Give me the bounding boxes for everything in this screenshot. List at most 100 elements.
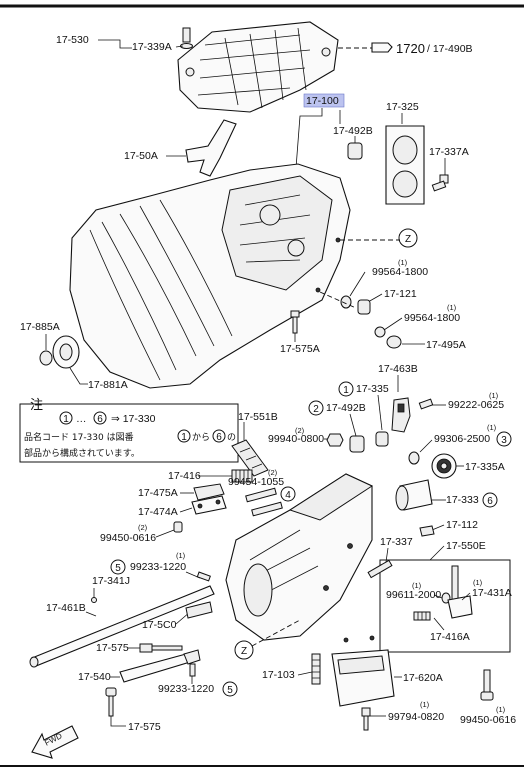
bracket-17-50A[interactable]: [185, 119, 237, 177]
label-circle-5b: 5: [227, 685, 233, 696]
ref-circle-5b: [222, 681, 238, 697]
bushing-17-492B-mid[interactable]: [349, 435, 365, 453]
ref-circle-2: [308, 400, 324, 416]
label-17-333: 17-333: [446, 494, 479, 506]
qty-99564-a: (1): [398, 258, 408, 267]
note-line2-from: から: [192, 432, 210, 443]
label-99454-1055: 99454-1055: [228, 476, 284, 488]
label-17-5C0: 17-5C0: [142, 619, 177, 631]
cover-17-620A[interactable]: [331, 635, 395, 707]
label-17-337A: 17-337A: [429, 146, 469, 158]
label-17-495A: 17-495A: [426, 339, 466, 351]
bolt-99450-a[interactable]: [173, 521, 183, 533]
label-17-540: 17-540: [78, 671, 111, 683]
transmission-case-17-100[interactable]: [69, 163, 351, 389]
plug-17-885A[interactable]: [39, 350, 53, 366]
seal-17-335A[interactable]: [431, 453, 457, 479]
label-17-416: 17-416: [168, 470, 201, 482]
label-17-341J: 17-341J: [92, 575, 130, 587]
spring-17-416A[interactable]: [413, 611, 431, 621]
qty-99450-b: (1): [496, 705, 506, 714]
bolt-17-575-b[interactable]: [105, 687, 117, 717]
label-17-339A: 17-339A: [132, 41, 172, 53]
ref-circle-5a: [110, 559, 126, 575]
spring-17-416[interactable]: [231, 469, 253, 483]
qty-99454: (2): [268, 468, 278, 477]
shift-lever-17-550E[interactable]: [447, 565, 473, 619]
spring-17-551B[interactable]: [231, 439, 269, 477]
plug-17-121[interactable]: [357, 299, 371, 315]
highlight-17-100: [303, 93, 345, 108]
rear-case-housing[interactable]: [225, 473, 374, 641]
gasket-17-475A[interactable]: [193, 483, 225, 501]
bolts-99454[interactable]: [245, 487, 283, 517]
seal-17-881A[interactable]: [52, 335, 80, 369]
qty-17431: (1): [473, 578, 483, 587]
bushing-17-335[interactable]: [375, 431, 389, 447]
note-box: 注 1 … 6 ⇒ 17-330 品名コード 17-330 は図番 1 から 6…: [19, 397, 239, 463]
label-circle-5a: 5: [115, 563, 121, 574]
pointing-hand-icon: [371, 42, 393, 53]
pin-17-341J[interactable]: [91, 597, 97, 603]
pin-99233-b[interactable]: [189, 663, 196, 677]
ref-circle-z-top: [398, 228, 418, 248]
ref-circle-6: [482, 492, 498, 508]
label-17-575-b: 17-575: [128, 721, 161, 733]
top-cover-part[interactable]: [177, 21, 339, 113]
pin-99233-a[interactable]: [196, 571, 211, 582]
note-line2-circle-end: 6: [216, 432, 222, 443]
label-17-551B: 17-551B: [238, 411, 278, 423]
label-17-325: 17-325: [386, 101, 419, 113]
label-17-416A: 17-416A: [430, 631, 470, 643]
label-99222-0625: 99222-0625: [448, 399, 504, 411]
label-17-335: 17-335: [356, 383, 389, 395]
label-circle-4: 4: [285, 490, 291, 501]
extension-housing-17-333[interactable]: [395, 479, 433, 511]
bolt-99222[interactable]: [418, 398, 434, 410]
bolt-17-337A[interactable]: [431, 174, 449, 192]
ref-circle-4: [280, 486, 296, 502]
seal-99564-b[interactable]: [374, 326, 386, 338]
bolt-17-575-a[interactable]: [139, 643, 183, 653]
spring-17-103[interactable]: [311, 653, 321, 685]
label-17-474A: 17-474A: [138, 506, 178, 518]
label-17-492B-top: 17-492B: [333, 125, 373, 137]
bolt-99794[interactable]: [361, 707, 371, 731]
bolt-17-575A[interactable]: [290, 310, 300, 334]
label-17-575A: 17-575A: [280, 343, 320, 355]
ref-circle-3: [496, 431, 512, 447]
shift-rod-17-461B[interactable]: [29, 585, 215, 668]
label-17-100[interactable]: 17-100: [306, 95, 339, 107]
shift-rod-17-540[interactable]: [119, 649, 201, 683]
label-17-112: 17-112: [446, 519, 478, 531]
label-99450-0616-b: 99450-0616: [460, 714, 516, 726]
snap-ring-99306[interactable]: [408, 451, 420, 465]
note-circle-start: 1: [63, 414, 69, 425]
nut-99940[interactable]: [326, 433, 344, 447]
shift-fork-17-5C0[interactable]: [185, 601, 213, 619]
bolt-17-337[interactable]: [367, 559, 393, 579]
label-99564-1800-b: 99564-1800: [404, 312, 460, 324]
pin-17-112[interactable]: [419, 525, 435, 537]
label-99564-1800-a: 99564-1800: [372, 266, 428, 278]
note-line1-prefix: …: [76, 413, 87, 425]
seal-99564-a[interactable]: [340, 295, 352, 309]
ref-circle-1: [338, 381, 354, 397]
gasket-17-325[interactable]: [385, 125, 425, 205]
note-line2-to: の: [227, 433, 236, 443]
label-99611-2000: 99611-2000: [386, 589, 441, 601]
label-1720: 1720: [396, 41, 425, 56]
label-17-337: 17-337: [380, 536, 413, 548]
label-circle-1: 1: [343, 385, 349, 396]
bushing-17-492B-top[interactable]: [347, 142, 363, 160]
cover-17-474A[interactable]: [191, 495, 227, 515]
qty-99611: (1): [412, 581, 422, 590]
label-17-121: 17-121: [384, 288, 417, 300]
switch-17-463B[interactable]: [391, 397, 411, 433]
bolt-17-339A[interactable]: [180, 27, 193, 49]
label-17-463B: 17-463B: [378, 363, 418, 375]
label-z-bottom: Z: [241, 646, 247, 657]
plug-17-495A[interactable]: [386, 335, 402, 349]
bolt-99450-b[interactable]: [480, 669, 494, 701]
